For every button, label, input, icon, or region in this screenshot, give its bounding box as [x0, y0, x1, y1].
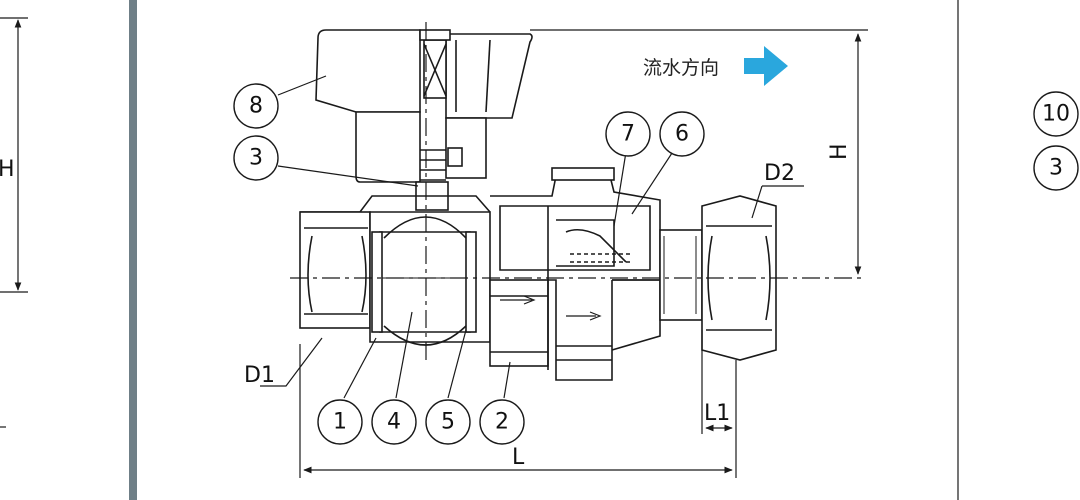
svg-text:3: 3 [249, 146, 263, 171]
callout-7: 7 [605, 111, 651, 157]
dimension-d2: D2 [764, 161, 795, 186]
callout-3-right: 3 [1033, 145, 1079, 191]
centerlines [290, 22, 862, 360]
callout-2: 2 [479, 399, 525, 445]
callouts: 8 3 7 6 1 4 5 2 [233, 83, 705, 445]
svg-text:6: 6 [675, 122, 689, 147]
dimension-lines [260, 29, 868, 478]
svg-text:10: 10 [1042, 102, 1070, 127]
svg-text:2: 2 [495, 410, 509, 435]
callout-6: 6 [659, 111, 705, 157]
right-adjacent-drawing: 10 3 [1033, 91, 1079, 191]
leader-lines [277, 75, 675, 399]
flow-direction: 流水方向 [643, 46, 788, 86]
valve-body [299, 29, 777, 381]
panel-divider-left [129, 0, 137, 500]
callout-4: 4 [371, 399, 417, 445]
flow-arrow-icon [744, 46, 788, 86]
svg-text:7: 7 [621, 122, 635, 147]
svg-text:8: 8 [249, 94, 263, 119]
svg-text:3: 3 [1049, 156, 1063, 181]
dimension-h: H [827, 143, 852, 160]
callout-5: 5 [425, 399, 471, 445]
svg-text:5: 5 [441, 410, 455, 435]
callout-3: 3 [233, 135, 279, 181]
callout-8: 8 [233, 83, 279, 129]
dimension-labels: D1 D2 H L L1 [244, 143, 852, 470]
svg-text:4: 4 [387, 410, 401, 435]
dimension-l: L [512, 445, 525, 470]
left-adjacent-drawing: H [0, 17, 28, 428]
svg-text:1: 1 [333, 410, 347, 435]
flow-direction-label: 流水方向 [643, 57, 719, 79]
callout-10: 10 [1033, 91, 1079, 137]
callout-1: 1 [317, 399, 363, 445]
dimension-d1: D1 [244, 363, 275, 388]
dimension-l1: L1 [704, 401, 730, 426]
svg-text:H: H [0, 157, 15, 182]
